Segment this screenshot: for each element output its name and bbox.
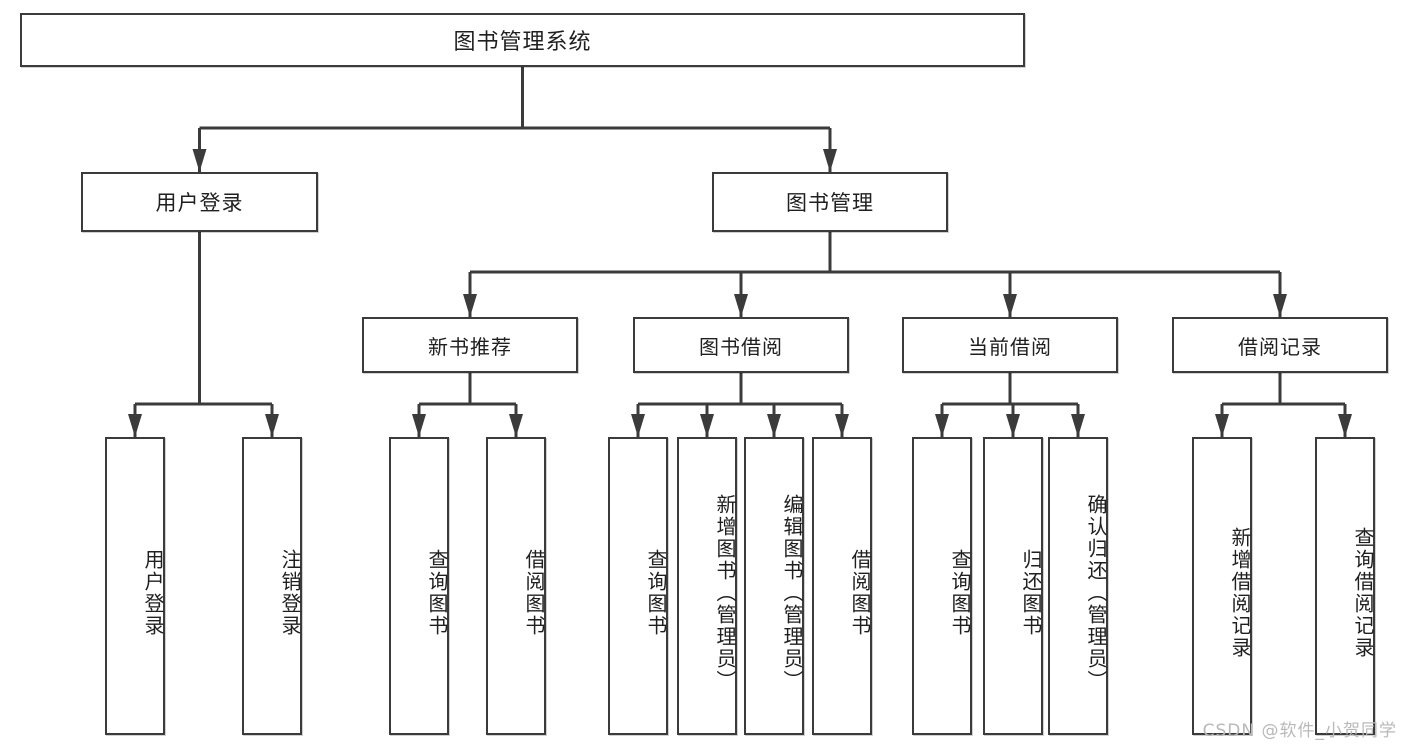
connector-arrowhead [823, 149, 837, 172]
node-n-borrow-record[interactable]: 借阅记录 [1172, 317, 1388, 373]
node-n-book-manage[interactable]: 图书管理 [712, 172, 948, 232]
node-label: 用户登录 [141, 549, 165, 637]
node-l-borrow-edit-book[interactable]: 编辑图书（管理员） [744, 437, 804, 735]
node-l-cur-query-book[interactable]: 查询图书 [912, 437, 972, 735]
node-l-cur-return-book[interactable]: 归还图书 [983, 437, 1043, 735]
connector-arrowhead [1338, 414, 1352, 437]
connector-arrowhead [1071, 414, 1085, 437]
node-label: 编辑图书（管理员） [780, 494, 804, 692]
node-label: 查询借阅记录 [1351, 527, 1375, 659]
connector-arrowhead [265, 414, 279, 437]
connector-arrowhead [128, 414, 142, 437]
node-l-user-logout[interactable]: 注销登录 [242, 437, 302, 735]
node-l-borrow-query-book[interactable]: 查询图书 [608, 437, 668, 735]
connector-arrowhead [463, 294, 477, 317]
node-label: 当前借阅 [968, 334, 1052, 359]
node-label: 借阅记录 [1238, 334, 1322, 359]
node-label: 用户登录 [155, 191, 244, 215]
node-l-rec-query-book[interactable]: 查询图书 [389, 437, 449, 735]
connector-arrowhead [412, 414, 426, 437]
node-label: 查询图书 [948, 549, 972, 637]
connector-arrowhead [835, 414, 849, 437]
node-label: 新书推荐 [428, 334, 512, 359]
node-label: 查询图书 [644, 549, 668, 637]
node-l-rec-add-record[interactable]: 新增借阅记录 [1192, 437, 1252, 735]
connector-arrowhead [1003, 294, 1017, 317]
node-l-cur-confirm-return[interactable]: 确认归还（管理员） [1048, 437, 1108, 735]
node-l-borrow-borrow-book[interactable]: 借阅图书 [812, 437, 872, 735]
connector-arrowhead [631, 414, 645, 437]
node-label: 图书管理 [786, 191, 874, 215]
node-l-rec-query-record[interactable]: 查询借阅记录 [1315, 437, 1375, 735]
node-label: 借阅图书 [848, 549, 872, 637]
connector-arrowhead [700, 414, 714, 437]
connector-arrowhead [935, 414, 949, 437]
node-label: 新增借阅记录 [1228, 527, 1252, 659]
node-n-user-login[interactable]: 用户登录 [81, 172, 318, 232]
node-root[interactable]: 图书管理系统 [20, 13, 1025, 67]
node-n-new-book-rec[interactable]: 新书推荐 [362, 317, 578, 373]
connector-arrowhead [1215, 414, 1229, 437]
connector-arrowhead [1006, 414, 1020, 437]
node-l-rec-borrow-book[interactable]: 借阅图书 [486, 437, 546, 735]
node-n-book-borrow[interactable]: 图书借阅 [633, 317, 849, 373]
node-l-borrow-add-book[interactable]: 新增图书（管理员） [677, 437, 737, 735]
node-label: 图书管理系统 [453, 30, 592, 55]
node-label: 新增图书（管理员） [713, 494, 737, 692]
connector-arrowhead [192, 149, 207, 172]
node-label: 图书借阅 [699, 334, 783, 359]
connector-arrowhead [767, 414, 781, 437]
node-label: 确认归还（管理员） [1084, 494, 1108, 692]
node-label: 注销登录 [278, 549, 302, 637]
connector-arrowhead [509, 414, 523, 437]
node-label: 归还图书 [1019, 549, 1043, 637]
connector-arrowhead [734, 294, 748, 317]
node-n-current-borrow[interactable]: 当前借阅 [902, 317, 1118, 373]
node-label: 查询图书 [425, 549, 449, 637]
node-label: 借阅图书 [522, 549, 546, 637]
node-l-user-login[interactable]: 用户登录 [105, 437, 165, 735]
connector-arrowhead [1273, 294, 1287, 317]
